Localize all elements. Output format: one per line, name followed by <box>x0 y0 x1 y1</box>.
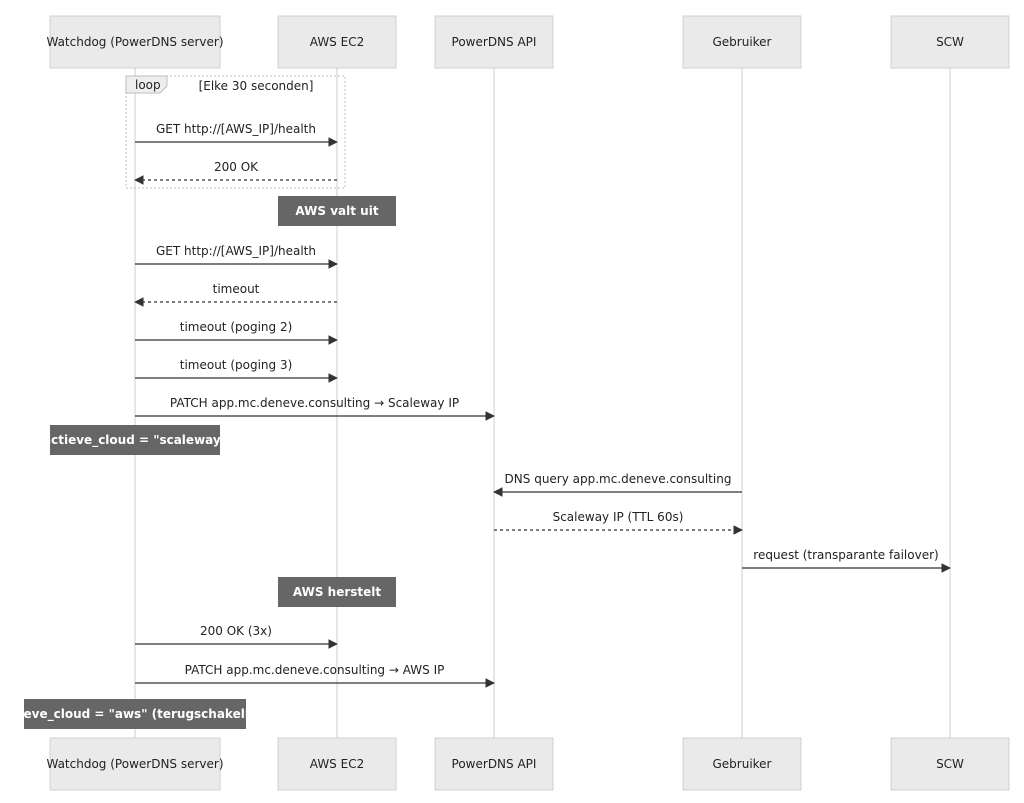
notes: AWS valt uit actieve_cloud = "scaleway" AW… <box>0 196 396 729</box>
loop-condition: [Elke 30 seconden] <box>199 79 314 93</box>
actor-box-wd-top <box>49 15 221 69</box>
actor-label-aws-bottom: AWS EC2 <box>310 757 364 771</box>
loop-keyword: loop <box>135 78 161 92</box>
actor-box-usr-bottom <box>682 737 802 791</box>
actor-box-wd-bottom <box>49 737 221 791</box>
actor-box-pdns-top <box>434 15 554 69</box>
note-box-0 <box>278 196 396 226</box>
message-label-5: timeout (poging 3) <box>180 358 293 372</box>
note-label-2: AWS herstelt <box>293 585 382 599</box>
note-box-2 <box>278 577 396 607</box>
note-box-3 <box>24 699 246 729</box>
actor-label-aws-top: AWS EC2 <box>310 35 364 49</box>
note-label-3: actieve_cloud = "aws" (terugschakeling) <box>0 707 272 722</box>
actor-box-aws-bottom <box>277 737 397 791</box>
message-label-1: 200 OK <box>214 160 259 174</box>
actor-label-usr-bottom: Gebruiker <box>712 757 771 771</box>
message-label-3: timeout <box>213 282 260 296</box>
messages: GET http://[AWS_IP]/health 200 OK GET http… <box>134 122 951 688</box>
loop-box <box>125 75 346 189</box>
loop-label-tab <box>125 75 168 94</box>
message-label-11: PATCH app.mc.deneve.consulting → AWS IP <box>185 663 445 677</box>
loop-frame: loop [Elke 30 seconden] <box>125 75 346 189</box>
message-label-0: GET http://[AWS_IP]/health <box>156 122 316 136</box>
message-label-9: request (transparante failover) <box>753 548 938 562</box>
actor-label-wd-bottom: Watchdog (PowerDNS server) <box>46 757 223 771</box>
actor-label-usr-top: Gebruiker <box>712 35 771 49</box>
actor-box-scw-bottom <box>890 737 1010 791</box>
message-label-7: DNS query app.mc.deneve.consulting <box>505 472 732 486</box>
message-label-4: timeout (poging 2) <box>180 320 293 334</box>
actor-label-scw-top: SCW <box>936 35 964 49</box>
actors: Watchdog (PowerDNS server) Watchdog (Powe… <box>46 15 1010 791</box>
actor-label-scw-bottom: SCW <box>936 757 964 771</box>
actor-label-pdns-top: PowerDNS API <box>452 35 537 49</box>
message-label-2: GET http://[AWS_IP]/health <box>156 244 316 258</box>
actor-box-aws-top <box>277 15 397 69</box>
message-label-10: 200 OK (3x) <box>200 624 272 638</box>
note-label-0: AWS valt uit <box>295 204 378 218</box>
actor-label-pdns-bottom: PowerDNS API <box>452 757 537 771</box>
actor-box-pdns-bottom <box>434 737 554 791</box>
message-label-6: PATCH app.mc.deneve.consulting → Scalewa… <box>170 396 459 410</box>
note-box-1 <box>50 425 220 455</box>
actor-box-usr-top <box>682 15 802 69</box>
actor-label-wd-top: Watchdog (PowerDNS server) <box>46 35 223 49</box>
actor-box-scw-top <box>890 15 1010 69</box>
note-label-1: actieve_cloud = "scaleway" <box>43 433 227 448</box>
message-label-8: Scaleway IP (TTL 60s) <box>553 510 684 524</box>
